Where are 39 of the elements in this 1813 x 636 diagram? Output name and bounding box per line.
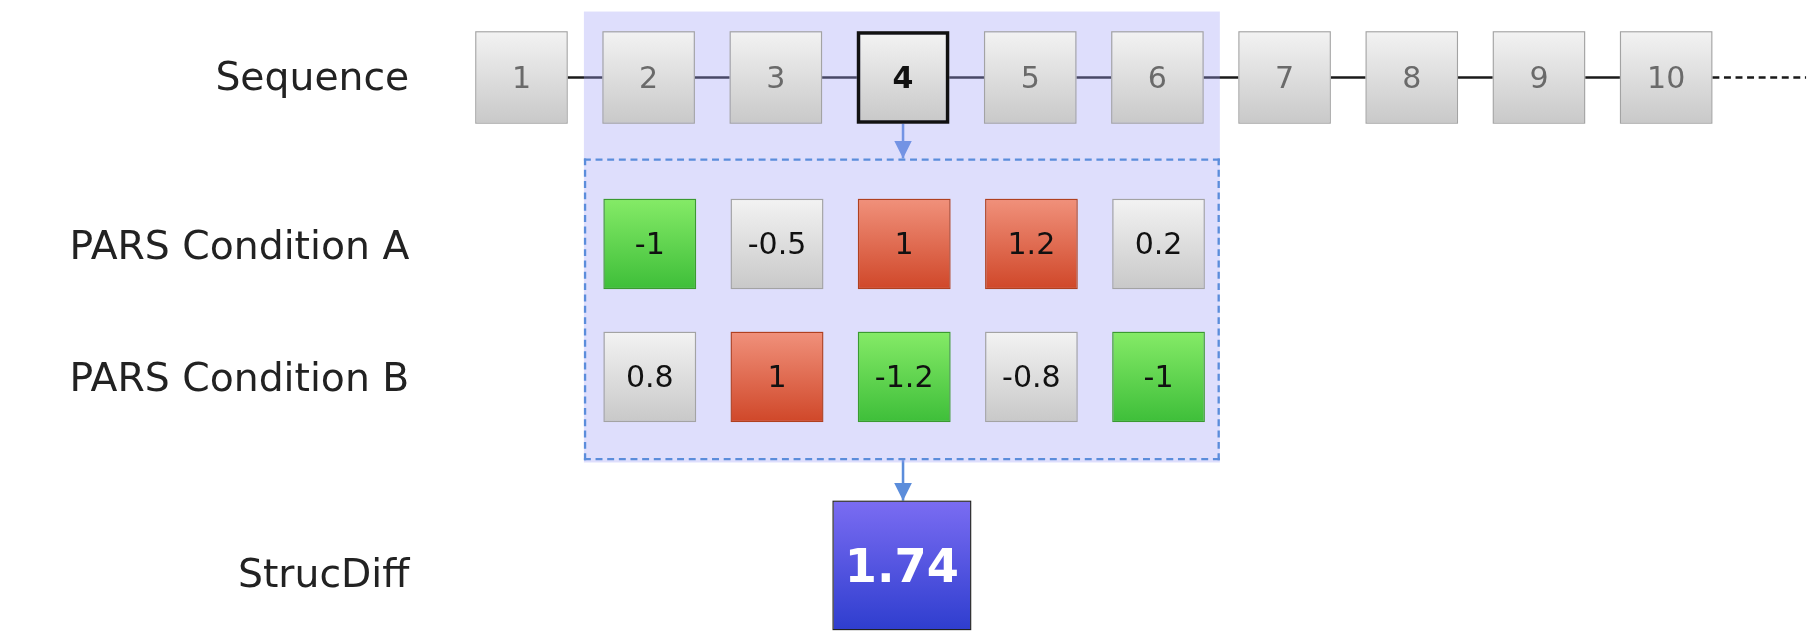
row-label: PARS Condition A xyxy=(69,222,410,269)
connector-line xyxy=(1203,76,1239,79)
number-box: 6 xyxy=(1111,31,1204,124)
connector-line xyxy=(1585,76,1620,79)
arrow xyxy=(894,123,912,159)
number-box: 8 xyxy=(1365,31,1459,124)
number-box: 5 xyxy=(983,31,1077,124)
number-box: 10 xyxy=(1619,31,1713,124)
value-box: -1 xyxy=(603,198,697,290)
connector-line xyxy=(1458,76,1493,79)
number-box: 2 xyxy=(602,31,695,124)
number-box: 7 xyxy=(1238,31,1331,124)
number-box: 4 xyxy=(856,31,950,124)
connector-line xyxy=(1076,76,1112,79)
value-box: 1 xyxy=(857,198,951,290)
connector-line xyxy=(822,76,857,79)
number-box: 1 xyxy=(475,31,568,124)
dashed-line xyxy=(1712,76,1807,79)
arrow xyxy=(894,460,912,501)
value-box: 0.8 xyxy=(603,331,697,423)
connector-line xyxy=(694,76,730,79)
number-box: 3 xyxy=(729,31,823,124)
connector-line xyxy=(1330,76,1366,79)
connector-line xyxy=(567,76,603,79)
value-box: -1.2 xyxy=(857,331,951,423)
value-box: 1 xyxy=(730,331,824,423)
value-box: 1.2 xyxy=(985,198,1078,290)
value-box: 0.2 xyxy=(1112,198,1205,290)
value-box: -1 xyxy=(1112,331,1205,423)
value-box: -0.8 xyxy=(985,331,1078,423)
value-box: -0.5 xyxy=(730,198,824,290)
highlight-band xyxy=(583,11,1220,463)
row-label: Sequence xyxy=(215,53,410,100)
row-label: StrucDiff xyxy=(237,550,410,597)
score-box: 1.74 xyxy=(832,500,972,631)
number-box: 9 xyxy=(1492,31,1586,124)
connector-line xyxy=(949,76,984,79)
dashed-frame xyxy=(583,158,1220,461)
row-label: PARS Condition B xyxy=(69,353,410,401)
